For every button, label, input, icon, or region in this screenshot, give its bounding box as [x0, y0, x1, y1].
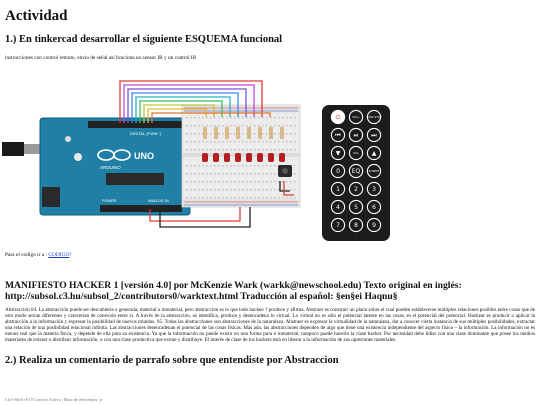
- remote-button-label: 4: [336, 204, 340, 211]
- remote-button-label: ▲: [372, 150, 377, 157]
- remote-buttons: ⏻ VOL+ FUNC STOP ⏮ ⏯ ⏭ ▼ VOL- ▲ 0 EQ ST/REPT 1 2 3 4 5 6 7…: [330, 109, 382, 233]
- remote-button-label: ⏮: [335, 132, 341, 139]
- board-model-label: UNO: [134, 151, 154, 161]
- code-link[interactable]: CODIGO: [48, 252, 70, 258]
- circuit-figure: ARDUINO UNO DIGITAL (PWM~) POWER ANALOG …: [0, 69, 406, 244]
- resistor: [236, 127, 240, 139]
- resistor: [280, 127, 284, 139]
- resistor: [214, 127, 218, 139]
- remote-button: [366, 181, 382, 197]
- led: [235, 153, 241, 162]
- editor-path: Ctrl+Shift+F10 Control Activo | Ruta de …: [5, 397, 102, 402]
- remote-button: [330, 145, 346, 161]
- section1-description: instrucciones con control remoto, envio …: [5, 55, 197, 61]
- led-array: [202, 127, 285, 162]
- remote-button-label: VOL-: [353, 151, 359, 155]
- manifesto-body: Abstracción 04. La abstracción puede ser…: [5, 307, 535, 344]
- remote-button: [348, 127, 364, 143]
- led: [257, 153, 263, 162]
- remote-button-label: ⏯: [354, 132, 359, 139]
- remote-button: [348, 163, 364, 179]
- remote-button: [366, 109, 382, 125]
- remote-button-label: ⏭: [371, 132, 377, 139]
- remote-button: [330, 217, 346, 233]
- manifesto-heading: MANIFIESTO HACKER 1 [versión 4.0] por Mc…: [5, 280, 462, 302]
- remote-button-label: FUNC STOP: [367, 115, 382, 119]
- remote-button: [330, 199, 346, 215]
- remote-button: [348, 109, 364, 125]
- remote-button-label: 6: [372, 204, 376, 211]
- digital-label: DIGITAL (PWM~): [130, 131, 162, 136]
- remote-button: [330, 163, 346, 179]
- remote-button-label: ▼: [336, 150, 341, 157]
- remote-button-label: 8: [354, 222, 358, 229]
- remote-button-label: 2: [354, 186, 358, 193]
- analog-label: ANALOG IN: [148, 199, 169, 203]
- code-link-suffix: !: [69, 252, 72, 258]
- remote-button: [348, 145, 364, 161]
- remote-button: [330, 127, 346, 143]
- remote-button-label: 1: [336, 186, 340, 193]
- remote-button-label: ⏻: [336, 114, 341, 121]
- led: [246, 153, 252, 162]
- board-brand-label: ARDUINO: [100, 165, 121, 170]
- remote-button: [348, 199, 364, 215]
- resistor: [258, 127, 262, 139]
- remote-button: [366, 145, 382, 161]
- code-link-prefix: Para el codigo ir a :: [5, 252, 49, 258]
- led: [213, 153, 219, 162]
- remote-button-label: 9: [372, 222, 376, 229]
- code-link-line: Para el codigo ir a : CODIGO!: [5, 252, 71, 258]
- remote-button: [366, 127, 382, 143]
- remote-button: [330, 109, 346, 125]
- remote-button-label: 3: [372, 186, 376, 193]
- resistor: [225, 127, 229, 139]
- remote-button: [366, 217, 382, 233]
- resistor: [247, 127, 251, 139]
- resistor: [269, 127, 273, 139]
- ir-receiver: [278, 165, 292, 177]
- page-title: Actividad: [5, 8, 68, 24]
- remote-button-label: ST/REPT: [369, 169, 380, 173]
- remote-button-label: 5: [354, 204, 358, 211]
- led: [268, 153, 274, 162]
- remote-button-label: EQ: [352, 168, 361, 175]
- led: [202, 153, 208, 162]
- led: [279, 153, 285, 162]
- power-label: POWER: [102, 199, 117, 203]
- remote-button: [366, 199, 382, 215]
- remote-button: [330, 181, 346, 197]
- remote-button: [348, 181, 364, 197]
- usb-cable: [2, 142, 40, 156]
- wires: [119, 80, 294, 228]
- section2-heading: 2.) Realiza un comentario de parrafo sob…: [5, 355, 339, 366]
- led: [224, 153, 230, 162]
- remote-button-label: VOL+: [352, 115, 359, 119]
- section1-heading: 1.) En tinkercad desarrollar el siguient…: [5, 34, 283, 45]
- remote-button: [366, 163, 382, 179]
- remote-button-label: 7: [336, 222, 340, 229]
- resistor: [203, 127, 207, 139]
- remote-button-label: 0: [336, 168, 340, 175]
- remote-button: [348, 217, 364, 233]
